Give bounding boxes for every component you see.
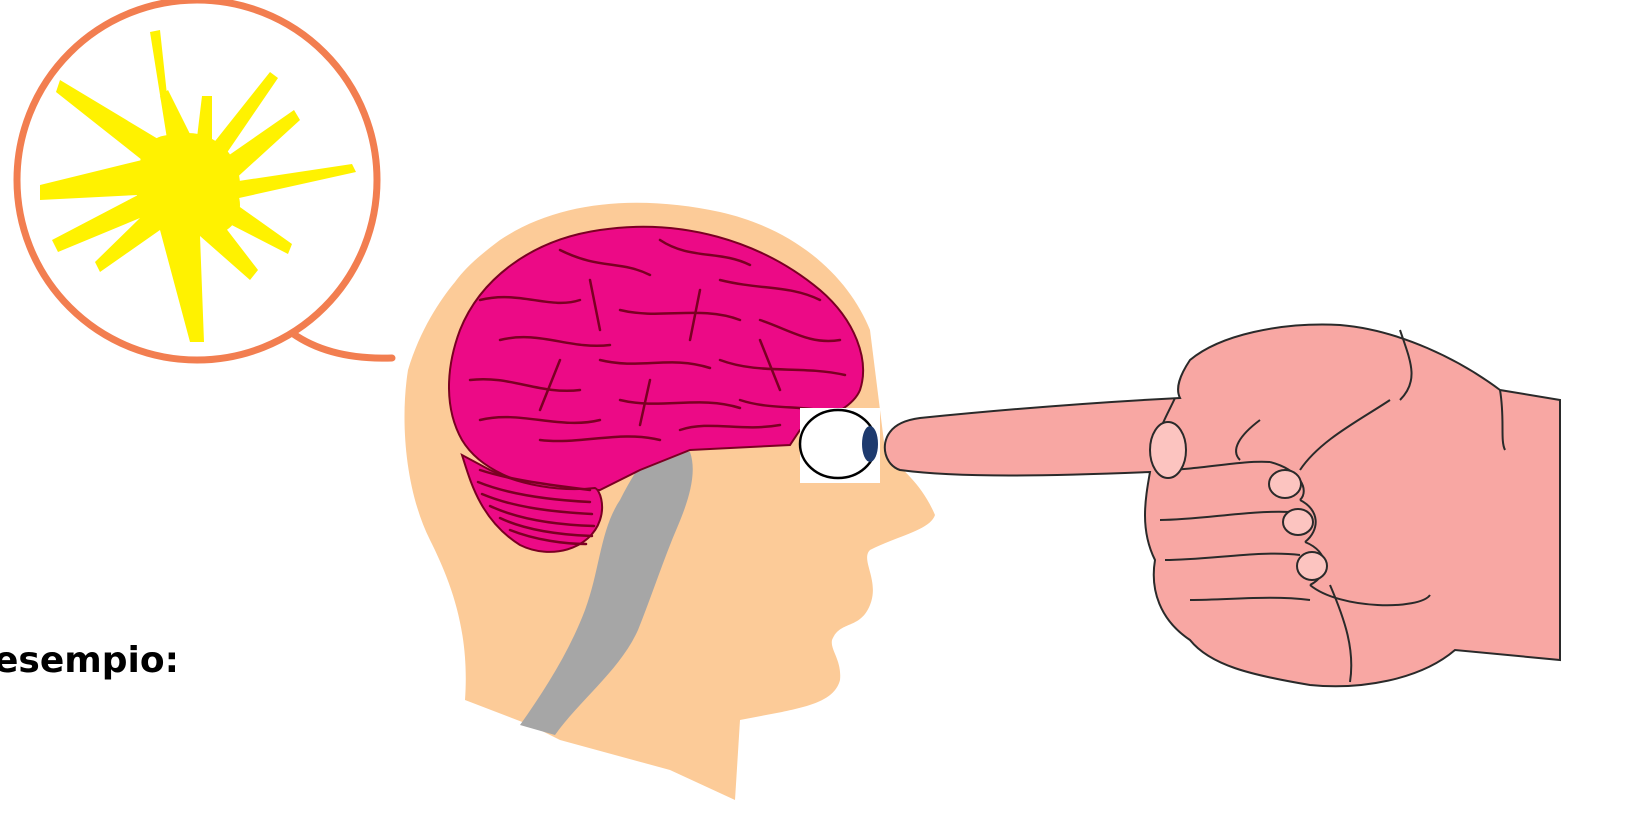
flash-icon [40,30,356,342]
caption-example: esempio: [0,640,179,681]
pointing-hand-icon [885,325,1560,687]
eye-icon [800,408,880,483]
